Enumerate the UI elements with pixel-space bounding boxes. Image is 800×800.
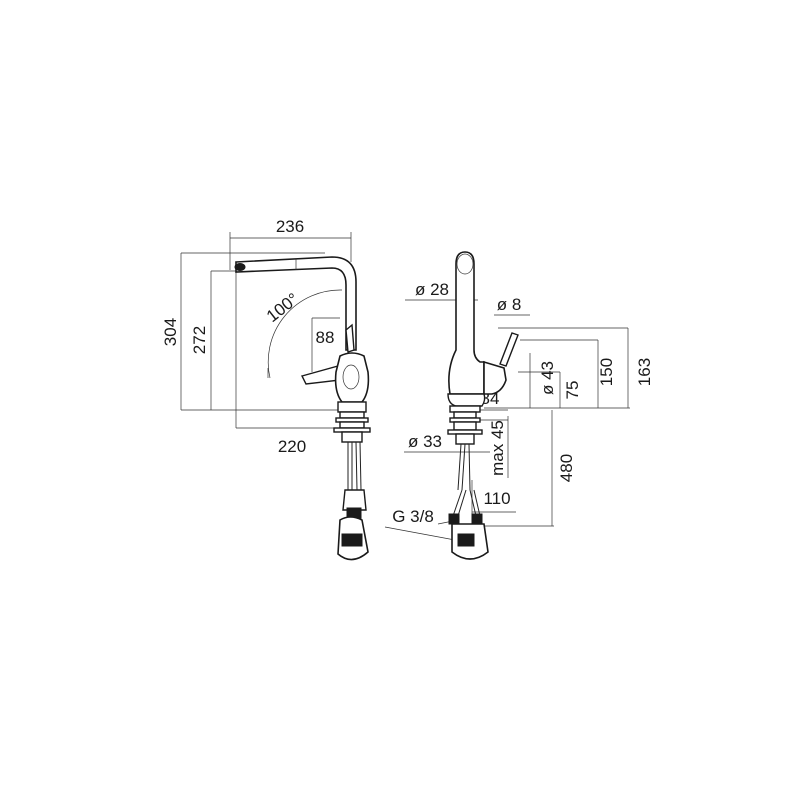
dim-height-272: 272: [190, 270, 236, 410]
faucet-side-outline: [447, 251, 519, 560]
aerator-icon: [234, 263, 246, 271]
label-lever-diameter: ø 8: [497, 295, 522, 314]
label-base-diameter: ø 33: [408, 432, 442, 451]
faucet-front-outline: [234, 256, 371, 561]
label-lever-height: 150: [597, 358, 616, 386]
label-hose-offset: 110: [483, 489, 510, 508]
label-height-272: 272: [190, 326, 209, 354]
label-spout-diameter: ø 28: [415, 280, 449, 299]
label-deck-thickness: max 45: [488, 420, 507, 476]
label-handle-88: 88: [316, 328, 335, 347]
label-total-height: 163: [635, 358, 654, 386]
label-body-diameter: ø 43: [538, 361, 557, 395]
dim-width-236: 236: [229, 217, 352, 270]
side-view: ø 28 ø 8 163 150 75 ø 43 84: [384, 251, 654, 560]
thread-callout: G 3/8: [384, 507, 459, 541]
label-width-236: 236: [276, 217, 304, 236]
label-height-304: 304: [161, 318, 180, 346]
front-view: 236 304 272 220 100°: [161, 217, 371, 561]
label-reach-220: 220: [278, 437, 306, 456]
dim-height-304: 304: [161, 252, 340, 411]
label-thread: G 3/8: [392, 507, 434, 526]
dim-deck-thickness: max 45: [480, 416, 509, 478]
label-hose-length: 480: [557, 454, 576, 482]
dim-reach-220: 220: [235, 271, 352, 456]
dim-side-heights: 163 150 75 ø 43: [484, 327, 654, 409]
dim-lever-diameter: ø 8: [494, 295, 530, 316]
dim-base-diameter: ø 33: [404, 432, 490, 453]
label-body-height: 75: [563, 381, 582, 400]
label-swivel-angle: 100°: [263, 289, 302, 326]
dim-hose-length: 480: [478, 410, 576, 527]
dim-handle-88: 88: [311, 317, 340, 372]
